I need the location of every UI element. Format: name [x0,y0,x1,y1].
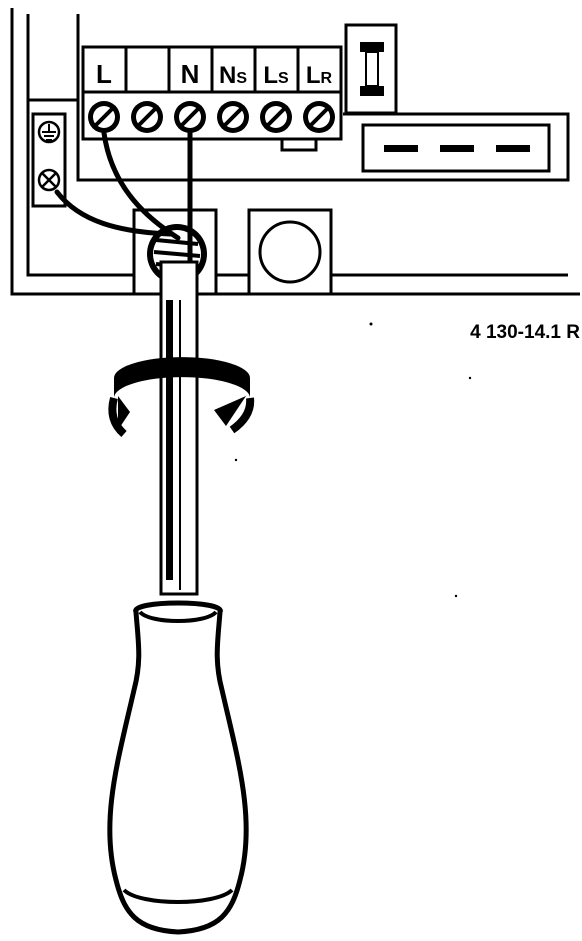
fuse-holder [344,23,398,115]
screw-icon [217,101,249,133]
terminal-label-ls: LS [263,62,289,89]
terminal-strip [81,45,343,152]
housing-panel [10,8,580,296]
ground-icon [37,120,61,144]
terminal-label-n: N [181,59,200,89]
screw-icon [174,101,206,133]
grommet [247,208,333,296]
vent-slot [361,123,551,173]
terminal-label-ns: NS [219,62,247,89]
terminal-screws [88,101,335,133]
terminal-label-lr: LR [306,62,333,89]
screwdriver-handle [107,600,249,935]
reference-code: 4 130-14.1 R [470,322,580,343]
screw-icon [88,101,120,133]
screw-icon [303,101,335,133]
ground-terminal-block [31,112,67,208]
screwdriver-shaft [159,260,199,596]
screw-icon [260,101,292,133]
terminal-label-l: L [96,59,112,89]
rotation-arrow-icon [108,357,255,438]
screw-icon [131,101,163,133]
